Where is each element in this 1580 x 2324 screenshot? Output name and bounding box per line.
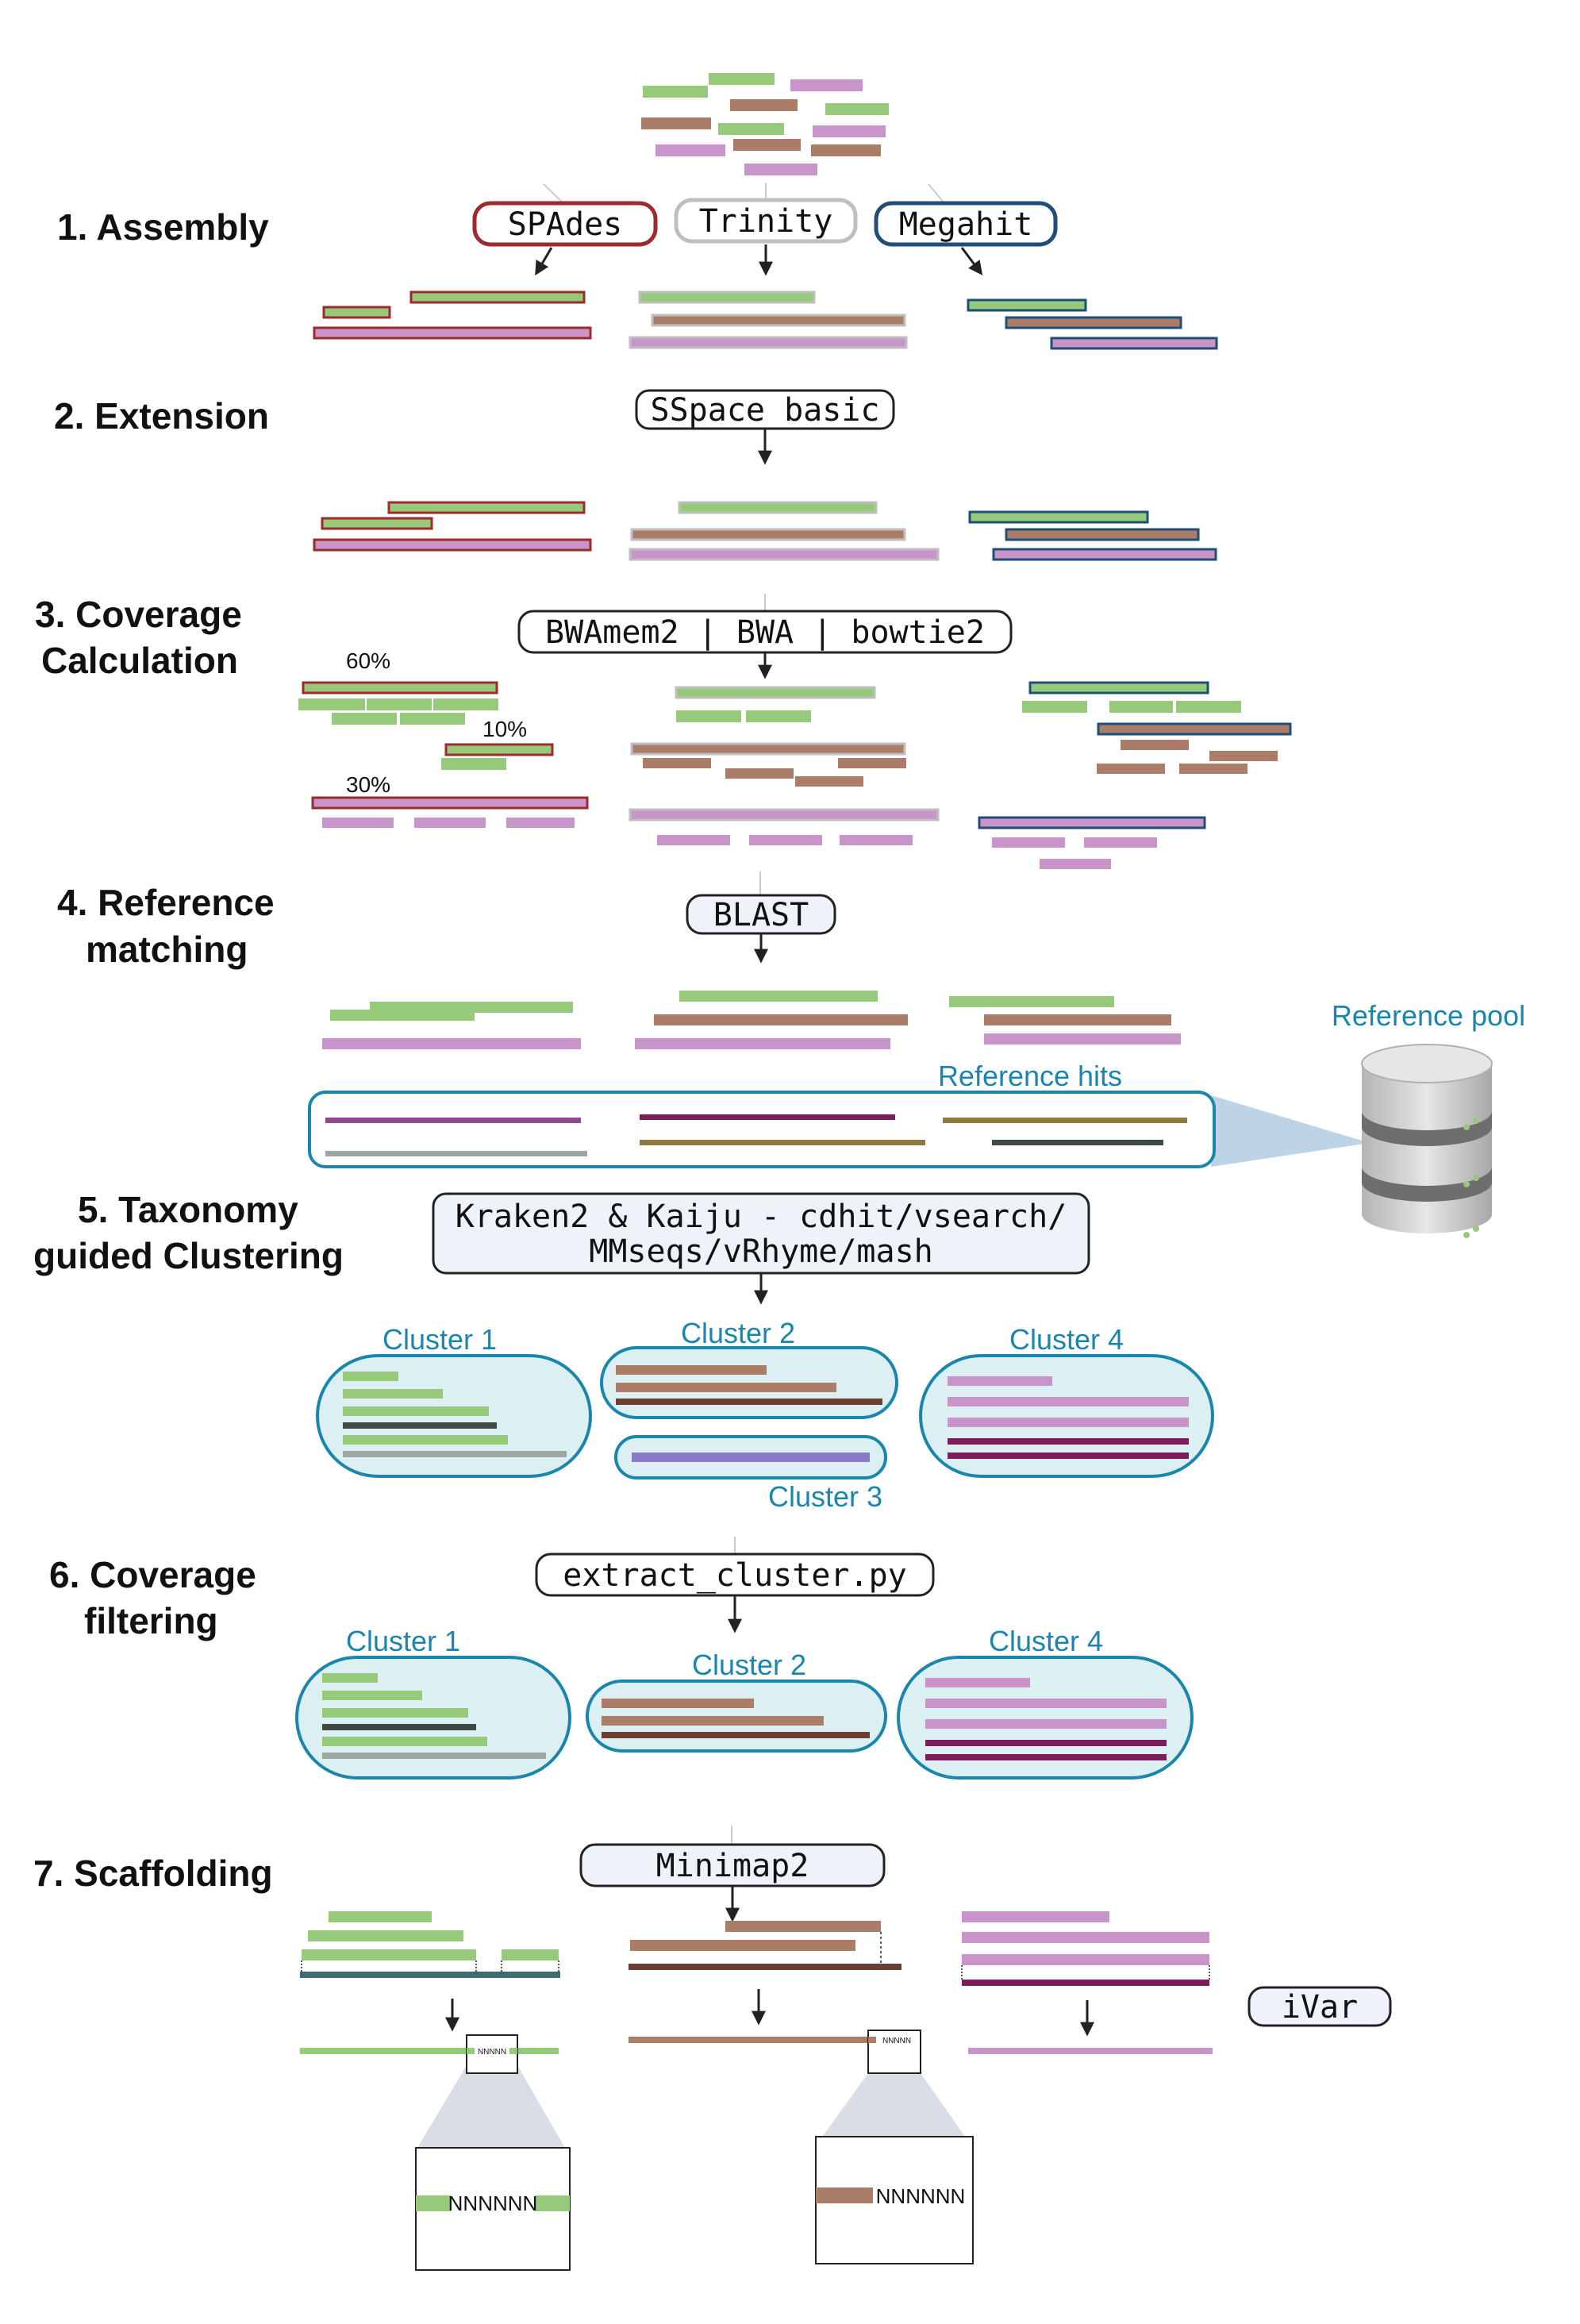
step-coverage-label-line1: 3. Coverage: [35, 594, 242, 635]
scaffold-brown-gap-small: NNNNN: [882, 2037, 911, 2045]
clustering-label-line2: MMseqs/vRhyme/mash: [589, 1233, 932, 1270]
scaffold-brown-result: NNNNN NNNNNN: [629, 2030, 974, 2264]
scaffold-green-gap-small: NNNNN: [478, 2048, 506, 2057]
reference-pool-database-icon: [1211, 1044, 1493, 1238]
filtered-cluster-2-group: [586, 1680, 887, 1753]
filtered-cluster-1-group: [295, 1656, 571, 1780]
trinity-label: Trinity: [699, 203, 833, 240]
reference-hits-label: Reference hits: [938, 1060, 1122, 1092]
megahit-extended-contigs: [968, 510, 1217, 561]
cluster-2-label: Cluster 2: [681, 1317, 795, 1349]
clustering-label-line1: Kraken2 & Kaiju - cdhit/vsearch/: [456, 1199, 1067, 1235]
trinity-contigs: [629, 290, 908, 349]
extract-cluster-tool-box: extract_cluster.py: [535, 1553, 935, 1597]
ivar-label: iVar: [1282, 1989, 1358, 2026]
blast-label: BLAST: [713, 897, 809, 933]
filtered-cluster-2-label: Cluster 2: [692, 1649, 806, 1681]
cluster-1-label: Cluster 1: [383, 1323, 497, 1356]
step-reference-label-line1: 4. Reference: [57, 882, 275, 923]
spades-contigs: [313, 290, 592, 340]
scaffold-pink-alignment: [961, 1911, 1210, 1986]
step-reference-label-line2: matching: [86, 929, 248, 970]
cluster-3-label: Cluster 3: [768, 1480, 882, 1513]
input-reads: [641, 73, 889, 175]
spades-coverage-reads: [298, 681, 589, 828]
sspace-tool-box: SSpace basic: [635, 389, 895, 430]
cluster-2-group: [600, 1346, 898, 1419]
step-scaffolding-label: 7. Scaffolding: [33, 1853, 273, 1894]
megahit-contigs: [967, 298, 1218, 350]
cluster-3-group: [614, 1435, 887, 1479]
cluster-4-group: [919, 1354, 1214, 1478]
filtered-cluster-4-label: Cluster 4: [989, 1625, 1103, 1657]
spades-tool-box: SPAdes: [472, 201, 658, 247]
trinity-extended-contigs: [629, 501, 940, 561]
coverage-10-label: 10%: [482, 717, 527, 741]
scaffold-brown-alignment: [629, 1921, 901, 1970]
filtered-cluster-1-label: Cluster 1: [346, 1625, 460, 1657]
minimap2-tool-box: Minimap2: [579, 1843, 886, 1887]
scaffold-green-alignment: [300, 1911, 560, 1978]
sspace-label: SSpace basic: [651, 392, 880, 429]
filtered-cluster-4-group: [897, 1656, 1194, 1780]
step-taxonomy-label-line2: guided Clustering: [33, 1235, 344, 1276]
mappers-tool-box: BWAmem2 | BWA | bowtie2: [517, 610, 1013, 654]
extract-cluster-label: extract_cluster.py: [563, 1557, 906, 1594]
reference-pool-label: Reference pool: [1332, 999, 1525, 1032]
step-extension-label: 2. Extension: [54, 395, 269, 437]
megahit-label: Megahit: [899, 206, 1033, 243]
cluster-4-label: Cluster 4: [1009, 1323, 1124, 1356]
step-filtering-label-line1: 6. Coverage: [49, 1554, 256, 1595]
step-assembly-label: 1. Assembly: [57, 206, 269, 248]
spades-extended-contigs: [313, 501, 592, 552]
step-taxonomy-label-line1: 5. Taxonomy: [78, 1189, 298, 1230]
blast-tool-box: BLAST: [686, 894, 836, 935]
spades-label: SPAdes: [508, 206, 623, 243]
reference-hits-panel: [308, 1091, 1216, 1168]
scaffold-brown-gap-zoom: NNNNNN: [876, 2184, 966, 2208]
scaffold-green-gap-zoom: NNNNNN: [448, 2191, 538, 2215]
coverage-60-label: 60%: [346, 648, 390, 673]
scaffold-green-result: NNNNN NNNNNN: [300, 2034, 571, 2271]
megahit-coverage-reads: [978, 681, 1292, 869]
mappers-label: BWAmem2 | BWA | bowtie2: [545, 614, 985, 651]
ivar-tool-box: iVar: [1247, 1986, 1392, 2027]
cluster-1-group: [316, 1354, 592, 1478]
clustering-tool-box: Kraken2 & Kaiju - cdhit/vsearch/ MMseqs/…: [432, 1192, 1090, 1275]
minimap2-label: Minimap2: [656, 1848, 809, 1884]
step-coverage-label-line2: Calculation: [41, 640, 238, 681]
coverage-30-label: 30%: [346, 772, 390, 797]
step-filtering-label-line2: filtering: [84, 1600, 218, 1641]
matched-contigs: [322, 991, 1181, 1049]
megahit-tool-box: Megahit: [874, 201, 1058, 247]
trinity-tool-box: Trinity: [674, 198, 858, 244]
trinity-coverage-reads: [629, 686, 940, 845]
scaffold-pink-result: [968, 2048, 1213, 2054]
